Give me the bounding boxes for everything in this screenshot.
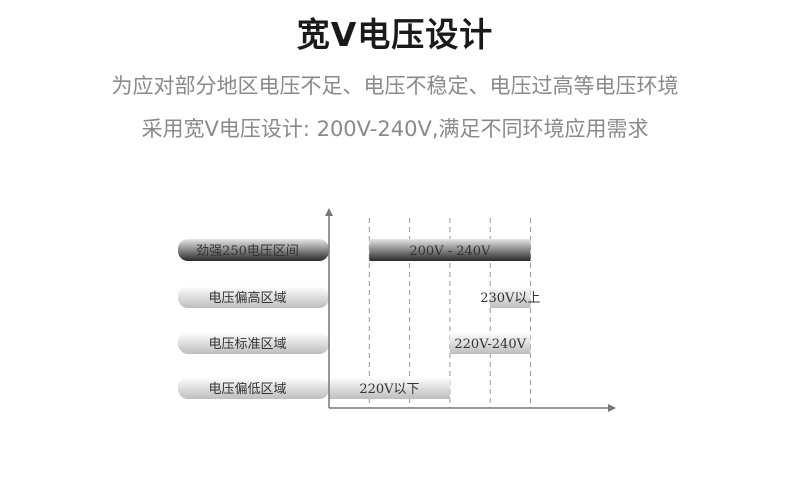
range-label: 220V以下 <box>359 382 419 397</box>
category-pill <box>178 239 329 261</box>
subtitle-line-1: 为应对部分地区电压不足、电压不稳定、电压过高等电压环境 <box>111 74 679 98</box>
category-label: 电压标准区域 <box>208 337 286 352</box>
range-label: 220V-240V <box>454 337 526 352</box>
range-bar <box>329 377 450 399</box>
x-axis-arrow <box>608 404 616 412</box>
category-pill <box>178 332 329 354</box>
y-axis-arrow <box>325 208 333 216</box>
range-label: 200V - 240V <box>409 244 491 259</box>
category-label: 劲强250电压区间 <box>196 244 299 259</box>
category-label: 电压偏低区域 <box>208 382 286 397</box>
category-label: 电压偏高区域 <box>208 290 286 306</box>
range-bar <box>449 332 531 354</box>
range-bar <box>490 286 531 308</box>
range-label: 230V以上 <box>480 291 540 306</box>
range-bar <box>369 239 531 261</box>
axes <box>325 208 616 412</box>
category-pill <box>178 286 329 308</box>
category-pill <box>178 377 329 399</box>
page-title: 宽V电压设计 <box>296 15 494 54</box>
subtitle-line-2: 采用宽V电压设计: 200V-240V,满足不同环境应用需求 <box>141 117 649 141</box>
